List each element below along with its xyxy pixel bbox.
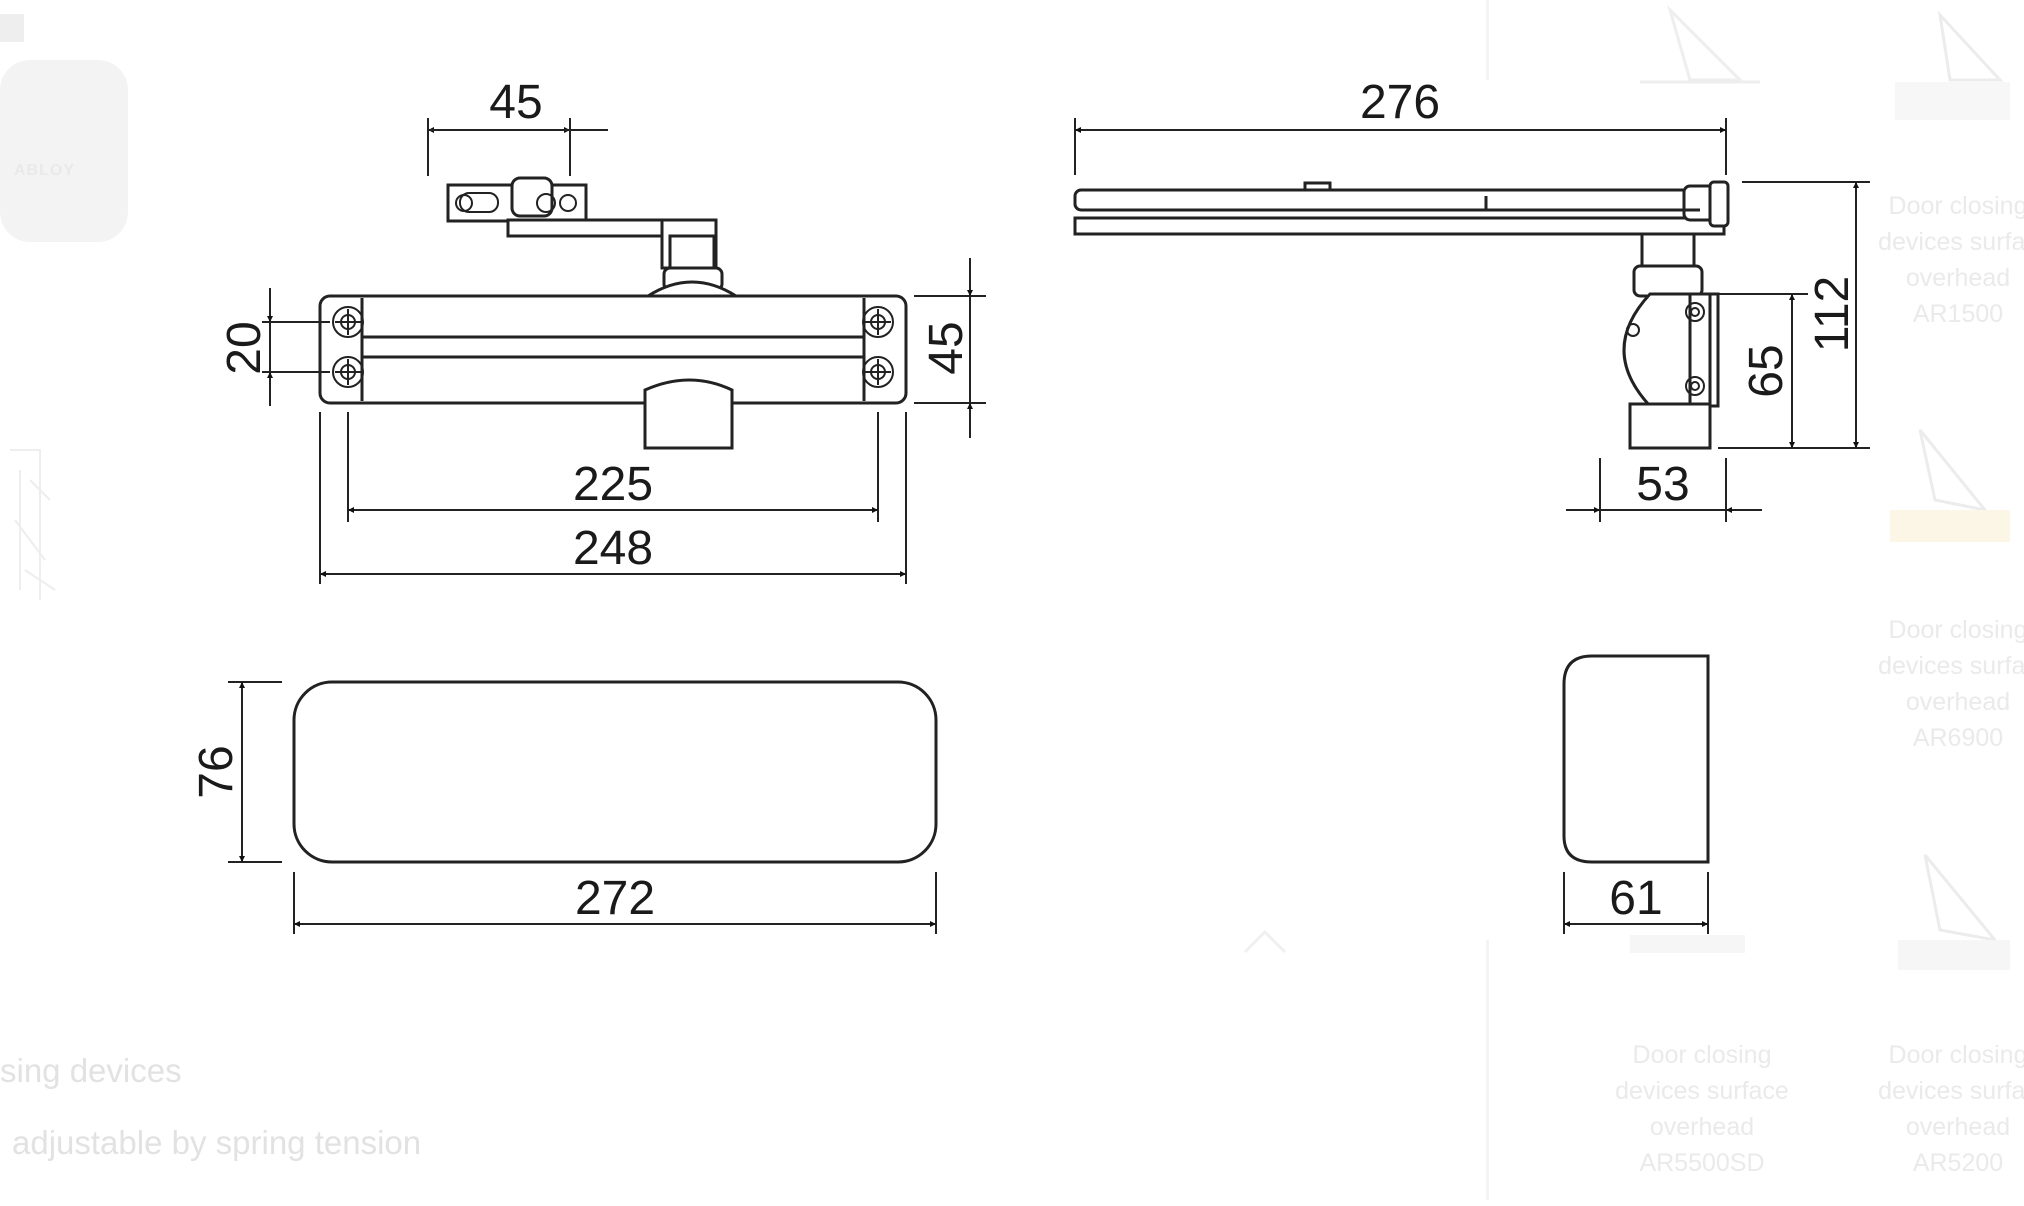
front-view: 45 20 45 225 248 <box>218 76 986 584</box>
dim-body-length: 248 <box>573 522 653 575</box>
thumbnail-ar1500[interactable] <box>1895 10 2010 120</box>
side-panel-divider <box>1486 0 1489 80</box>
cover-side-view: 61 <box>1562 654 1710 934</box>
thumbnail-ar5200[interactable] <box>1898 854 2010 970</box>
dim-arm-width: 45 <box>489 76 542 129</box>
thumbnail-ar5500sd[interactable] <box>1630 935 1745 953</box>
dim-body-height: 45 <box>920 321 973 374</box>
vertical-watermark-glyphs <box>10 449 56 600</box>
brand-logo-text: ABLOY <box>14 162 75 179</box>
dim-side-body-depth: 53 <box>1636 458 1689 511</box>
dim-arm-length: 276 <box>1360 76 1440 129</box>
side-panel-divider-bottom <box>1486 940 1489 1200</box>
side-view: 276 112 65 53 <box>1073 76 1870 522</box>
dim-hole-spacing-length: 225 <box>573 458 653 511</box>
scroll-up-chevron-icon[interactable] <box>1243 929 1287 954</box>
product-caption-ar6900[interactable]: Door closing devices surfac overhead AR6… <box>1878 616 2024 752</box>
dim-cover-depth: 61 <box>1609 872 1662 925</box>
side-arm-upper <box>1073 188 1726 212</box>
dim-hole-spacing-vertical: 20 <box>218 321 271 374</box>
cover-front <box>292 680 938 864</box>
screw-holes <box>332 306 894 388</box>
cover-front-view: 76 272 <box>190 680 938 934</box>
dim-cover-height: 76 <box>190 745 243 798</box>
logo-badge <box>0 14 24 42</box>
product-caption-ar5200[interactable]: Door closing devices surfac overhead AR5… <box>1878 1041 2024 1177</box>
dim-cover-length: 272 <box>575 872 655 925</box>
closer-body <box>318 294 908 405</box>
side-arm-lower <box>1073 216 1726 236</box>
feature-heading: sing devices <box>0 1052 182 1089</box>
dim-side-body-height: 65 <box>1740 344 1793 397</box>
cover-side <box>1562 654 1710 864</box>
logo-tile <box>0 60 128 242</box>
thumbnail-top-middle[interactable] <box>1640 4 1760 84</box>
product-caption-ar1500[interactable]: Door closing devices surfac overhead AR1… <box>1878 192 2024 328</box>
dim-total-height: 112 <box>1806 276 1859 353</box>
product-caption-ar5500sd[interactable]: Door closing devices surface overhead AR… <box>1615 1041 1789 1177</box>
thumbnail-ar6900[interactable] <box>1890 429 2010 542</box>
feature-line: adjustable by spring tension <box>12 1124 422 1161</box>
